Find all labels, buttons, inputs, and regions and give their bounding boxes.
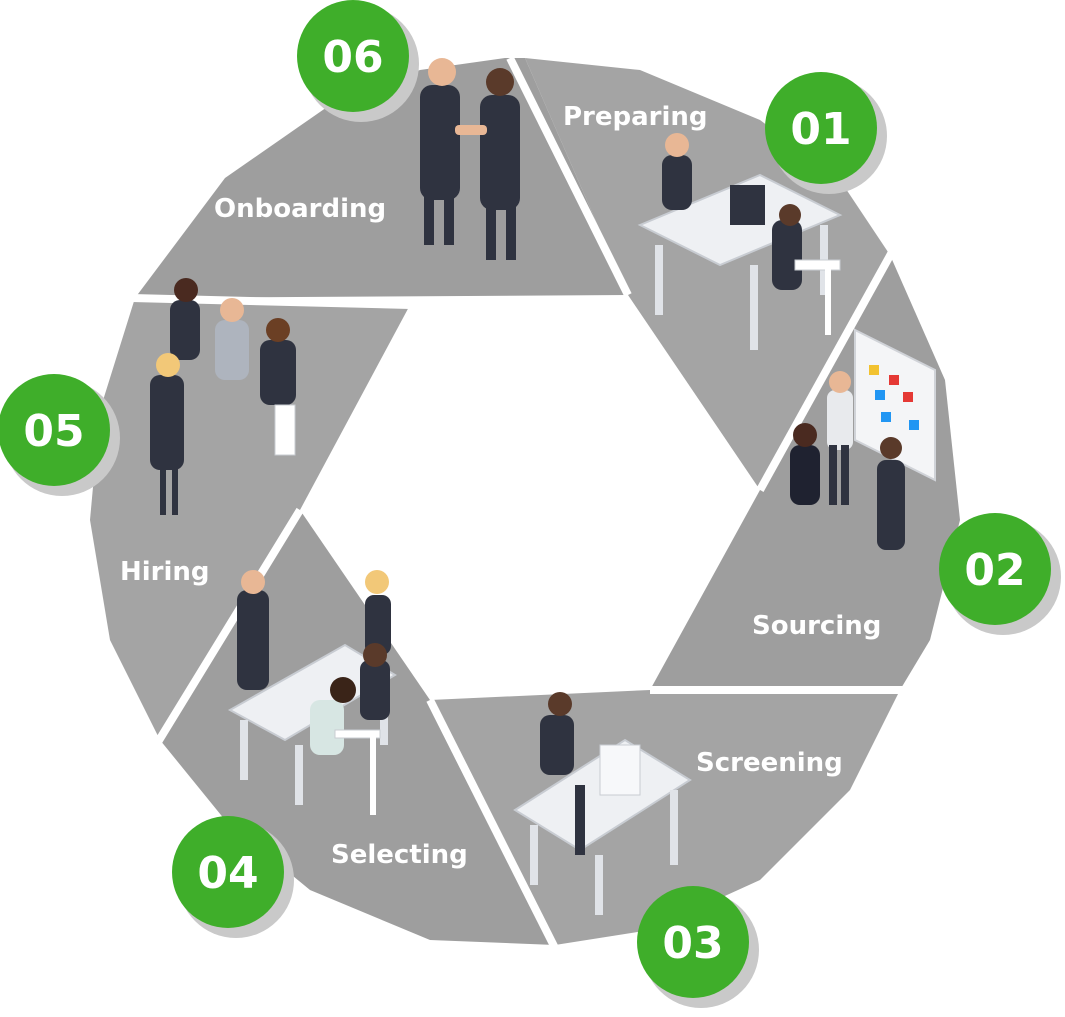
badge-05: 05 bbox=[0, 374, 120, 496]
stage-label-hiring: Hiring bbox=[120, 557, 210, 587]
stage-label-onboarding: Onboarding bbox=[214, 194, 386, 224]
badge-number-04: 04 bbox=[197, 848, 258, 899]
badge-number-02: 02 bbox=[964, 545, 1025, 596]
stage-label-selecting: Selecting bbox=[331, 840, 468, 870]
badge-03: 03 bbox=[637, 886, 759, 1008]
badge-02: 02 bbox=[939, 513, 1061, 635]
badge-number-06: 06 bbox=[322, 32, 383, 83]
stage-label-sourcing: Sourcing bbox=[752, 611, 881, 641]
stage-label-screening: Screening bbox=[696, 748, 843, 778]
badge-number-05: 05 bbox=[23, 406, 84, 457]
badge-06: 06 bbox=[297, 0, 419, 122]
badge-number-03: 03 bbox=[662, 918, 723, 969]
stage-label-preparing: Preparing bbox=[563, 102, 708, 132]
badge-number-01: 01 bbox=[790, 104, 851, 155]
